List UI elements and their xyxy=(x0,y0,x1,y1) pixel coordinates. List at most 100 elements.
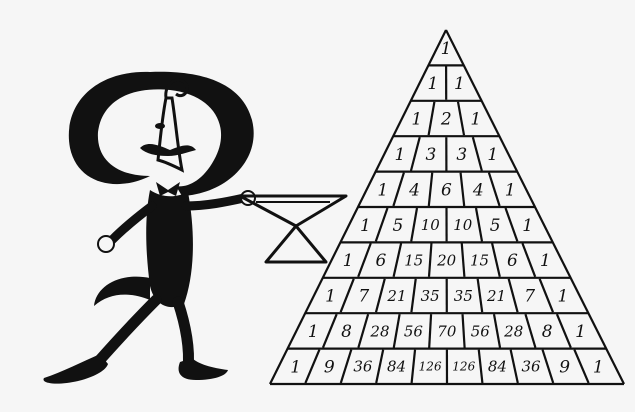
triangle-cell-number: 21 xyxy=(386,287,406,305)
triangle-cell-divider xyxy=(394,314,400,347)
triangle-cell-number: 3 xyxy=(425,145,436,165)
triangle-cell-divider xyxy=(323,314,337,347)
triangle-cell-divider xyxy=(489,173,500,206)
triangle-cell-divider xyxy=(341,350,352,383)
triangle-cell-number: 1 xyxy=(487,145,498,165)
triangle-cell-number: 2 xyxy=(440,110,452,130)
figure-left-hand xyxy=(98,236,114,252)
triangle-cell-number: 15 xyxy=(470,252,489,270)
triangle-cell-number: 126 xyxy=(452,360,475,374)
triangle-cell-number: 56 xyxy=(471,322,491,340)
triangle-cell-number: 35 xyxy=(421,287,440,305)
triangle-cell-number: 1 xyxy=(454,74,465,94)
triangle-cell-number: 6 xyxy=(441,180,452,200)
triangle-cell-divider xyxy=(412,350,415,383)
triangle-cell-divider xyxy=(478,279,483,312)
triangle-cell-divider xyxy=(463,314,465,347)
triangle-cell-number: 5 xyxy=(490,216,501,236)
figure-bowtie xyxy=(156,182,180,196)
triangle-cell-number: 1 xyxy=(394,145,405,165)
triangle-cell-divider xyxy=(358,314,368,347)
triangle-cell-number: 35 xyxy=(454,287,473,305)
triangle-cell-number: 6 xyxy=(507,251,518,271)
figure-tail xyxy=(94,277,150,306)
triangle-cell-number: 5 xyxy=(392,216,403,236)
triangle-cell-divider xyxy=(492,243,500,276)
triangle-cell-divider xyxy=(574,350,588,383)
triangle-cell-number: 1 xyxy=(575,322,586,342)
triangle-cell-number: 1 xyxy=(505,180,516,200)
triangle-cell-divider xyxy=(358,243,371,276)
triangle-cell-divider xyxy=(411,137,420,170)
triangle-cell-divider xyxy=(429,243,431,276)
triangle-cell-number: 1 xyxy=(290,357,301,377)
triangle-cell-number: 36 xyxy=(521,358,541,376)
figure-right-shoe xyxy=(179,358,228,380)
figure-left-leg xyxy=(98,300,156,362)
figure-right-leg xyxy=(178,302,189,368)
triangle-cell-divider xyxy=(458,102,464,135)
triangle-cell-divider xyxy=(511,350,518,383)
triangle-cell-number: 1 xyxy=(593,357,604,377)
triangle-cell-number: 20 xyxy=(436,252,457,270)
triangle-cell-divider xyxy=(506,208,518,241)
triangle-cell-divider xyxy=(411,279,415,312)
triangle-cell-divider xyxy=(393,173,404,206)
triangle-cell-divider xyxy=(429,314,431,347)
triangle-cell-number: 1 xyxy=(522,216,533,236)
glass-bowl xyxy=(240,196,346,226)
triangle-cell-number: 28 xyxy=(369,322,389,340)
triangle-cell-number: 1 xyxy=(441,39,452,59)
triangle-cell-number: 15 xyxy=(404,252,423,270)
triangle-cell-number: 9 xyxy=(324,357,335,377)
triangle-cell-divider xyxy=(341,279,354,312)
triangle-cell-number: 9 xyxy=(559,357,570,377)
triangle-cell-divider xyxy=(479,350,483,383)
triangle-cell-number: 1 xyxy=(343,251,354,271)
triangle-cell-divider xyxy=(540,279,553,312)
triangle-cell-number: 1 xyxy=(308,322,319,342)
triangle-cell-number: 36 xyxy=(353,358,373,376)
triangle-cell-number: 21 xyxy=(486,287,506,305)
triangle-cell-divider xyxy=(394,243,401,276)
triangle-cell-divider xyxy=(462,243,465,276)
triangle-cell-number: 7 xyxy=(524,287,535,307)
triangle-cell-number: 1 xyxy=(427,74,438,94)
triangle-cell-divider xyxy=(376,208,388,241)
triangle-cell-number: 1 xyxy=(540,251,551,271)
glass-stem-base xyxy=(266,226,326,262)
triangle-cell-number: 70 xyxy=(437,322,457,340)
triangle-cell-number: 84 xyxy=(387,358,406,376)
triangle-cell-number: 1 xyxy=(377,180,388,200)
triangle-cell-number: 8 xyxy=(341,322,352,342)
character-figure-icon xyxy=(43,72,255,384)
triangle-cell-divider xyxy=(429,102,435,135)
triangle-cell-divider xyxy=(473,137,482,170)
figure-eye xyxy=(155,123,165,129)
triangle-cell-number: 10 xyxy=(421,216,441,234)
triangle-cell-number: 6 xyxy=(375,251,386,271)
triangle-cell-divider xyxy=(509,279,518,312)
figure-left-shoe xyxy=(43,354,108,384)
triangle-cell-divider xyxy=(411,208,417,241)
triangle-cell-divider xyxy=(376,350,383,383)
triangle-cell-divider xyxy=(542,350,553,383)
triangle-cell-divider xyxy=(376,279,385,312)
triangle-cell-number: 10 xyxy=(453,216,473,234)
triangle-cell-divider xyxy=(476,208,482,241)
triangle-cell-number: 1 xyxy=(360,216,371,236)
figure-face xyxy=(158,98,182,170)
triangle-cell-divider xyxy=(525,314,535,347)
triangle-cell-number: 28 xyxy=(503,322,523,340)
triangle-cell-number: 4 xyxy=(408,180,420,200)
triangle-cell-divider xyxy=(494,314,500,347)
triangle-cell-divider xyxy=(305,350,319,383)
triangle-cell-divider xyxy=(522,243,535,276)
triangle-cell-number: 1 xyxy=(557,287,568,307)
triangle-cell-divider xyxy=(557,314,571,347)
figure-right-arm xyxy=(186,198,244,206)
triangle-cell-number: 1 xyxy=(325,287,336,307)
triangle-cell-number: 3 xyxy=(456,145,467,165)
triangle-cell-number: 126 xyxy=(419,360,442,374)
